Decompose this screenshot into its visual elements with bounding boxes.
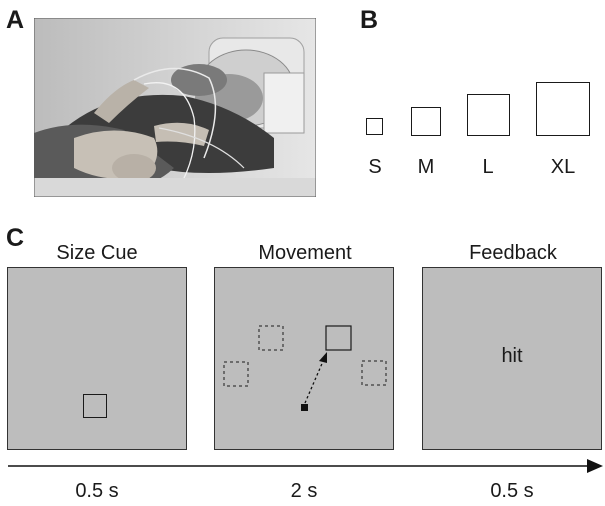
movement-diagram — [223, 325, 387, 411]
size-target-m — [411, 107, 441, 136]
photo-image — [33, 17, 317, 198]
panel-label-a: A — [6, 6, 25, 34]
timing-feedback: 0.5 s — [490, 480, 534, 502]
panel-label-c: C — [6, 224, 25, 252]
size-label-l: L — [482, 156, 494, 178]
distractor-target-right — [361, 360, 387, 386]
timeline-arrow — [8, 459, 603, 473]
size-target-l — [467, 94, 510, 136]
timing-size-cue: 0.5 s — [75, 480, 119, 502]
timing-movement: 2 s — [290, 480, 318, 502]
size-target-s — [366, 118, 383, 135]
screen-title-movement: Movement — [258, 242, 352, 264]
screen-feedback: hit — [422, 267, 602, 450]
screen-movement — [214, 267, 394, 450]
size-target-xl — [536, 82, 590, 136]
panel-label-b: B — [360, 6, 379, 34]
cue-target — [83, 394, 107, 418]
distractor-target-left — [223, 361, 249, 387]
screen-size-cue — [7, 267, 187, 450]
movement-path-arrow — [304, 358, 325, 404]
scanner-photo — [33, 17, 317, 198]
size-label-m: M — [417, 156, 435, 178]
distractor-target-upper-left — [258, 325, 284, 351]
size-label-s: S — [368, 156, 382, 178]
size-label-xl: XL — [550, 156, 576, 178]
cursor-start — [301, 404, 308, 411]
screen-title-feedback: Feedback — [469, 242, 557, 264]
active-target — [325, 325, 352, 351]
arrowhead — [319, 352, 327, 363]
feedback-message: hit — [501, 345, 523, 367]
screen-title-size-cue: Size Cue — [56, 242, 138, 264]
